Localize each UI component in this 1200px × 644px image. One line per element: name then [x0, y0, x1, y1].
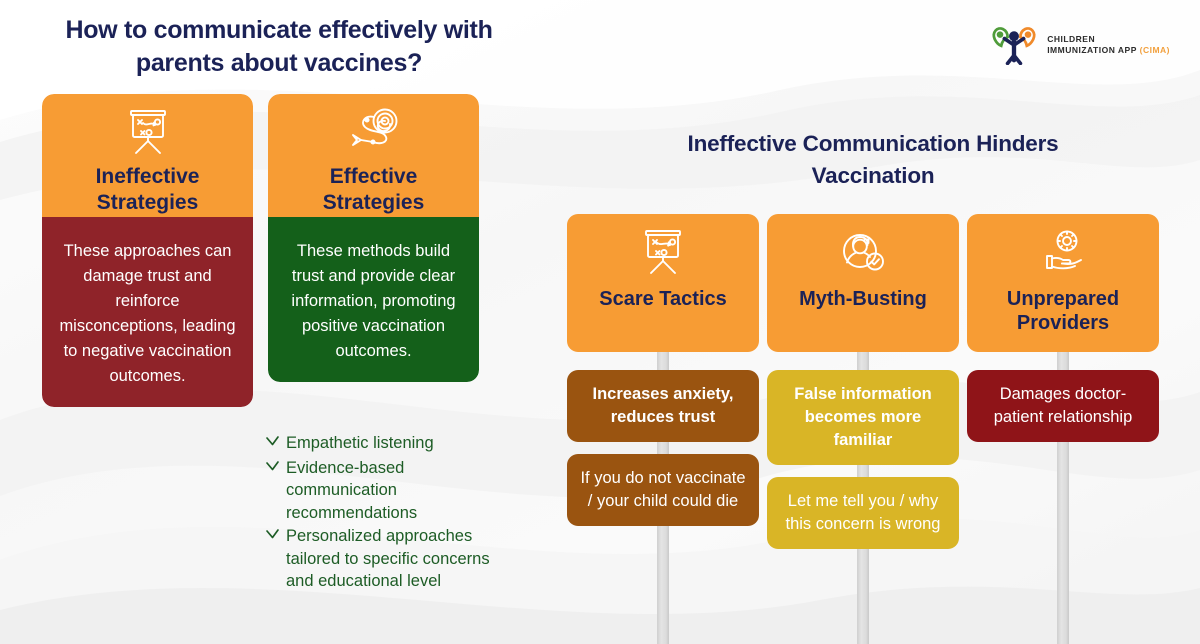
- effect-box: Damages doctor-patient relationship: [967, 370, 1159, 443]
- card-title: Ineffective Strategies: [95, 165, 200, 215]
- chevron-check-icon: [265, 459, 280, 481]
- example-box: If you do not vaccinate / your child cou…: [567, 454, 759, 527]
- card-header: Effective Strategies: [268, 94, 479, 231]
- column-header: Myth-Busting: [767, 214, 959, 352]
- page-title: How to communicate effectively with pare…: [65, 16, 493, 77]
- card-body: These approaches can damage trust and re…: [42, 216, 253, 407]
- list-item: Personalized approaches tailored to spec…: [265, 525, 497, 592]
- list-item: Evidence-based communication recommendat…: [265, 457, 497, 524]
- list-item-label: Personalized approaches tailored to spec…: [286, 527, 490, 591]
- column-title: Unprepared Providers: [1006, 288, 1120, 334]
- column-header: Scare Tactics: [567, 214, 759, 352]
- example-box: Let me tell you / why this concern is wr…: [767, 477, 959, 550]
- chevron-check-icon: [265, 527, 280, 549]
- list-item-label: Empathetic listening: [286, 434, 434, 452]
- list-item: Empathetic listening: [265, 432, 497, 456]
- card-title: Effective Strategies: [322, 165, 425, 215]
- card-body: These methods build trust and provide cl…: [268, 216, 479, 382]
- logo-abbrev: (CIMA): [1139, 45, 1170, 55]
- hand-gear-icon: [1035, 228, 1091, 278]
- column-header: Unprepared Providers: [967, 214, 1159, 352]
- app-logo: CHILDREN IMMUNIZATION APP (CIMA): [990, 25, 1170, 66]
- column-title: Scare Tactics: [599, 288, 727, 310]
- logo-line-1: CHILDREN: [1047, 33, 1096, 44]
- family-group-icon: [990, 25, 1038, 66]
- person-check-icon: [835, 228, 891, 278]
- strategy-board-icon: [120, 108, 176, 156]
- column-unprepared-providers: Unprepared Providers Damages doctor-pati…: [967, 214, 1159, 443]
- card-effective-strategies: Effective Strategies These methods build…: [268, 94, 479, 382]
- logo-text: CHILDREN IMMUNIZATION APP (CIMA): [1047, 34, 1170, 56]
- column-scare-tactics: Scare Tactics Increases anxiety, reduces…: [567, 214, 759, 527]
- logo-line-2-text: IMMUNIZATION APP: [1047, 45, 1137, 55]
- card-header: Ineffective Strategies: [42, 94, 253, 231]
- chevron-check-icon: [265, 434, 280, 456]
- effect-box: False information becomes more familiar: [767, 370, 959, 466]
- strategy-board-icon: [635, 228, 691, 278]
- column-myth-busting: Myth-Busting False information becomes m…: [767, 214, 959, 550]
- section-title: Ineffective Communication Hinders Vaccin…: [687, 131, 1059, 188]
- target-arrow-icon: [343, 108, 405, 156]
- card-ineffective-strategies: Ineffective Strategies These approaches …: [42, 94, 253, 407]
- effective-strategy-list: Empathetic listening Evidence-based comm…: [265, 432, 497, 594]
- column-title: Myth-Busting: [799, 288, 927, 310]
- logo-line-2: IMMUNIZATION APP (CIMA): [1047, 45, 1170, 56]
- list-item-label: Evidence-based communication recommendat…: [286, 459, 418, 522]
- effect-box: Increases anxiety, reduces trust: [567, 370, 759, 443]
